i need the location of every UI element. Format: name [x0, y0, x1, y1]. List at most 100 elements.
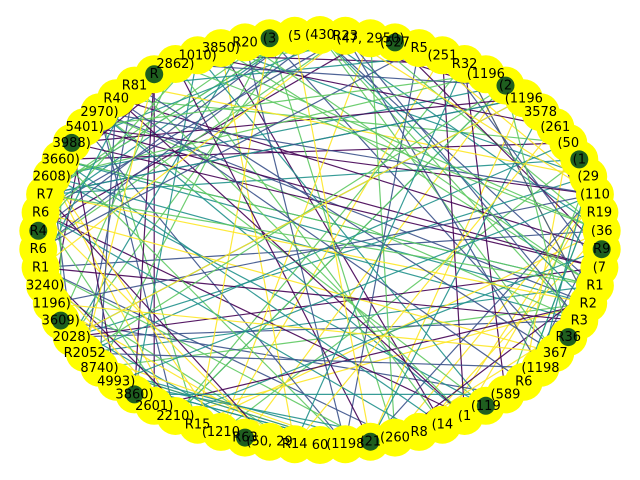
graph-edge: [71, 176, 589, 338]
node-label: (14: [432, 418, 454, 433]
node-label: R6: [30, 242, 47, 257]
graph-edge: [44, 193, 589, 304]
graph-edge: [344, 35, 542, 369]
node-label: 2862): [156, 57, 194, 72]
graph-edge: [220, 47, 589, 178]
node-label: (1196: [467, 67, 505, 82]
node-label: (589: [491, 387, 521, 402]
graph-edge: [220, 47, 296, 445]
graph-edge: [38, 47, 420, 250]
graph-edge: [197, 54, 487, 407]
graph-edge: [40, 35, 346, 214]
node-label: (50: [557, 136, 579, 151]
node-label: R4: [30, 224, 47, 239]
node-label: R: [150, 67, 159, 82]
node-label: (47, 2950): [336, 31, 404, 46]
node-label: 3240): [26, 279, 64, 294]
graph-edge: [84, 352, 541, 369]
graph-node-highlight: [570, 150, 589, 169]
graph-edge: [45, 158, 580, 195]
node-label: (21: [360, 435, 382, 450]
node-label: (527: [380, 35, 410, 50]
graph-edge: [98, 38, 271, 369]
graph-edge: [51, 176, 222, 433]
node-label: R5: [410, 41, 427, 56]
node-label: R63: [232, 431, 258, 446]
node-label: 2210): [156, 409, 194, 424]
graph-node-highlight: [260, 29, 279, 48]
graph-edge: [45, 193, 595, 287]
node-label: (119: [471, 399, 501, 414]
graph-edge: [71, 97, 525, 338]
graph-edge: [60, 158, 596, 287]
graph-edge: [369, 98, 525, 442]
graph-edge: [244, 42, 346, 445]
node-label: R6: [32, 206, 49, 221]
graph-edge: [44, 37, 270, 195]
node-label: R8: [410, 425, 427, 440]
node-label: (260: [380, 431, 410, 446]
node-label: R14: [282, 437, 308, 452]
graph-edge: [319, 34, 603, 232]
graph-node-highlight: [51, 311, 70, 330]
graph-edge: [115, 193, 596, 383]
graph-edge: [441, 54, 600, 268]
node-label: (1196: [505, 91, 543, 106]
graph-edge: [344, 47, 420, 445]
graph-edge: [44, 97, 524, 195]
node-label: R23: [333, 29, 359, 44]
graph-edge: [174, 63, 371, 442]
graph-node-highlight: [62, 133, 81, 152]
node-label: 2608): [33, 170, 71, 185]
graph-edge: [175, 63, 506, 87]
graph-edge: [134, 85, 466, 417]
graph-edge: [175, 302, 589, 417]
node-label: (3: [263, 31, 276, 46]
node-label: (1198: [521, 361, 559, 376]
node-label: (251: [427, 48, 457, 63]
graph-node-highlight: [29, 221, 48, 240]
node-label: 2601): [135, 399, 173, 414]
graph-node-highlight: [559, 328, 578, 347]
graph-edge: [175, 248, 602, 417]
graph-edge: [394, 194, 596, 438]
node-label: (261: [540, 120, 570, 135]
node-label: (110: [580, 187, 610, 202]
graph-edge: [394, 41, 603, 250]
node-label: R20: [232, 35, 258, 50]
graph-node-highlight: [236, 428, 254, 447]
graph-edge: [441, 55, 466, 417]
node-label: R40: [103, 91, 129, 106]
node-label: 4993): [97, 375, 135, 390]
node-label: R2052: [64, 346, 106, 361]
graph-edge: [344, 35, 596, 195]
graph-edge: [464, 63, 589, 304]
graph-edge: [84, 126, 600, 269]
node-label: R7: [36, 187, 53, 202]
graph-edge: [174, 63, 443, 426]
graph-edge: [319, 34, 589, 304]
graph-edge: [523, 142, 569, 382]
graph-edge: [71, 266, 600, 338]
graph-edge: [40, 35, 296, 213]
node-label: (2: [499, 79, 512, 94]
node-label: (1210: [202, 425, 240, 440]
graph-node-highlight: [125, 385, 144, 404]
node-label: R1: [32, 261, 49, 276]
graph-edge: [294, 126, 556, 445]
node-label: 3578: [524, 105, 557, 120]
node-label: R3: [571, 314, 588, 329]
node-label: (5: [288, 29, 301, 44]
node-label: 3660): [42, 152, 80, 167]
node-label: 5401): [66, 120, 104, 135]
graph-edge: [40, 211, 420, 433]
graph-edge: [84, 74, 155, 354]
graph-edge: [294, 63, 466, 445]
graph-edge: [40, 266, 371, 443]
graph-edge: [269, 37, 556, 354]
node-label: R15: [185, 418, 211, 433]
node-label: (1: [573, 152, 586, 167]
graph-edge: [133, 55, 199, 395]
graph-edge: [244, 85, 506, 438]
